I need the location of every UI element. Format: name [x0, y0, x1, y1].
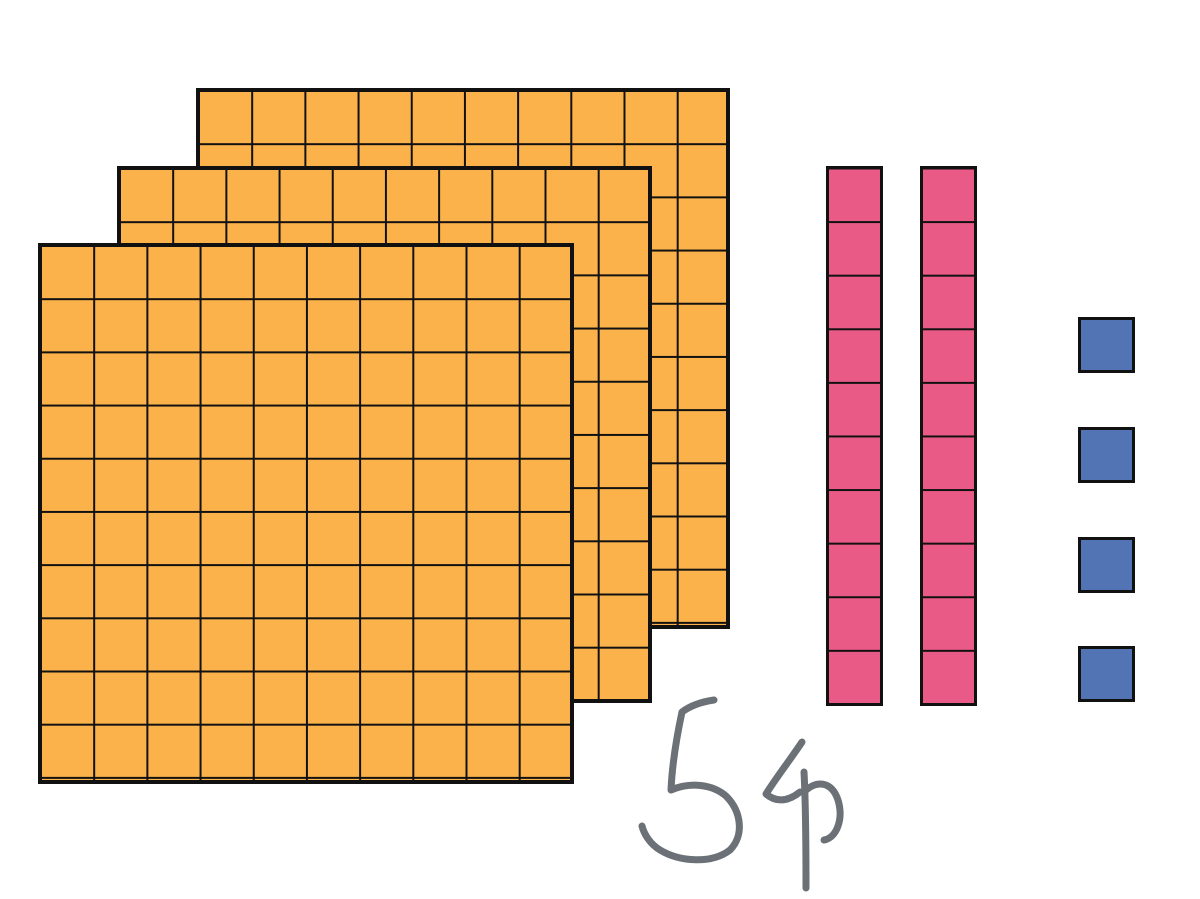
ten-rod-2 [920, 166, 977, 706]
handwritten-digit-4-stem [800, 768, 810, 892]
handwritten-digit-4-loop [802, 780, 844, 844]
one-unit-3 [1078, 537, 1135, 593]
one-unit-4 [1078, 646, 1135, 702]
ten-rod-1 [826, 166, 883, 706]
one-unit-2 [1078, 427, 1135, 483]
one-unit-1 [1078, 317, 1135, 373]
handwritten-digit-4-left [762, 738, 806, 804]
handwritten-digit-5 [638, 696, 743, 864]
hundred-flat-1 [38, 243, 574, 784]
